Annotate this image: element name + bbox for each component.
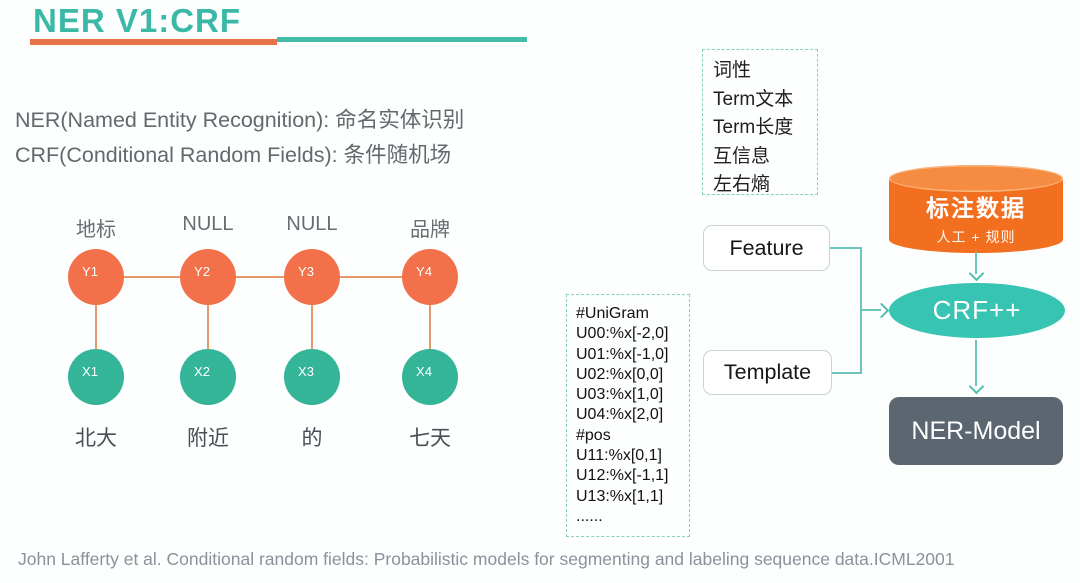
- arrow-crf-to-model-line: [975, 340, 977, 386]
- code-line: U00:%x[-2,0]: [576, 325, 669, 343]
- feature-box: Feature: [703, 225, 830, 271]
- crf-engine-ellipse: CRF++: [889, 283, 1065, 338]
- code-line: #pos: [576, 426, 611, 444]
- arrowhead-down-icon: [968, 265, 985, 282]
- y-node: Y2: [180, 249, 236, 305]
- y-node-label: Y3: [298, 263, 314, 279]
- graph-column: 地标 Y1 X1 北大: [46, 205, 146, 457]
- code-line: U12:%x[-1,1]: [576, 467, 669, 485]
- graph-edge-horizontal: [95, 276, 429, 278]
- graph-column: NULL Y2 X2 附近: [158, 205, 258, 457]
- graph-column: 品牌 Y4 X4 七天: [380, 205, 480, 457]
- x-node: X3: [284, 349, 340, 405]
- connector-to-crf-line: [860, 309, 881, 311]
- token-label: 附近: [187, 427, 229, 450]
- x-node-label: X2: [194, 363, 210, 379]
- state-label: NULL: [286, 213, 338, 235]
- template-box-label: Template: [723, 360, 812, 384]
- arrow-cylinder-to-crf-line: [975, 252, 977, 274]
- y-node-label: Y1: [82, 263, 98, 279]
- ner-model-box: NER-Model: [889, 397, 1063, 465]
- x-node-label: X3: [298, 363, 314, 379]
- code-line: U11:%x[0,1]: [576, 447, 662, 465]
- feature-item: Term文本: [713, 88, 794, 110]
- y-node-label: Y4: [416, 263, 432, 279]
- definition-ner: NER(Named Entity Recognition): 命名实体识别: [15, 108, 465, 132]
- code-line: #UniGram: [576, 305, 649, 322]
- page-title: NER V1:CRF: [33, 2, 242, 39]
- code-line: U02:%x[0,0]: [576, 365, 664, 383]
- state-label: 品牌: [410, 219, 450, 241]
- feature-item: 互信息: [713, 145, 771, 167]
- labeled-data-subtitle: 人工 + 规则: [936, 229, 1016, 245]
- crf-engine-label: CRF++: [932, 295, 1022, 325]
- template-box: Template: [703, 350, 832, 395]
- feature-item: 词性: [713, 60, 752, 81]
- graph-edge-vertical: [207, 277, 209, 377]
- feature-list-box: 词性 Term文本 Term长度 互信息 左右熵: [702, 49, 818, 195]
- graph-edge-vertical: [429, 277, 431, 377]
- code-line: ......: [576, 507, 603, 525]
- definition-crf: CRF(Conditional Random Fields): 条件随机场: [15, 143, 452, 167]
- graph-edge-vertical: [95, 277, 97, 377]
- x-node-label: X1: [82, 363, 98, 379]
- labeled-data-title: 标注数据: [926, 195, 1026, 221]
- ner-model-label: NER-Model: [911, 416, 1041, 445]
- y-node: Y4: [402, 249, 458, 305]
- state-label: 地标: [76, 219, 116, 241]
- token-label: 七天: [409, 427, 451, 450]
- graph-column: NULL Y3 X3 的: [262, 205, 362, 457]
- labeled-data-cylinder: 标注数据 人工 + 规则: [889, 165, 1063, 253]
- connector-template-stub: [832, 372, 861, 374]
- x-node: X4: [402, 349, 458, 405]
- y-node: Y1: [68, 249, 124, 305]
- state-label: NULL: [182, 213, 234, 235]
- y-node-label: Y2: [194, 263, 210, 279]
- feature-item: 左右熵: [713, 174, 771, 195]
- x-node-label: X4: [416, 363, 432, 379]
- feature-box-label: Feature: [729, 235, 804, 260]
- code-line: U03:%x[1,0]: [576, 386, 664, 404]
- token-label: 的: [301, 427, 323, 450]
- cylinder-bottom: [889, 226, 1063, 253]
- connector-feature-stub: [830, 247, 861, 249]
- title-underline-orange: [30, 39, 277, 45]
- code-line: U13:%x[1,1]: [576, 487, 664, 505]
- code-line: U04:%x[2,0]: [576, 406, 664, 424]
- title-underline-teal: [277, 37, 527, 42]
- x-node: X2: [180, 349, 236, 405]
- cylinder-top: [889, 165, 1063, 192]
- x-node: X1: [68, 349, 124, 405]
- code-line: U01:%x[-1,0]: [576, 345, 669, 363]
- arrowhead-down-icon: [968, 378, 985, 395]
- citation-text: John Lafferty et al. Conditional random …: [18, 549, 955, 569]
- token-label: 北大: [75, 427, 117, 450]
- y-node: Y3: [284, 249, 340, 305]
- feature-item: Term长度: [713, 117, 794, 138]
- template-code-box: #UniGram U00:%x[-2,0] U01:%x[-1,0] U02:%…: [566, 294, 690, 537]
- definitions-text: NER(Named Entity Recognition): 命名实体识别 CR…: [15, 103, 464, 173]
- arrowhead-right-icon: [873, 302, 890, 319]
- graph-edge-vertical: [311, 277, 313, 377]
